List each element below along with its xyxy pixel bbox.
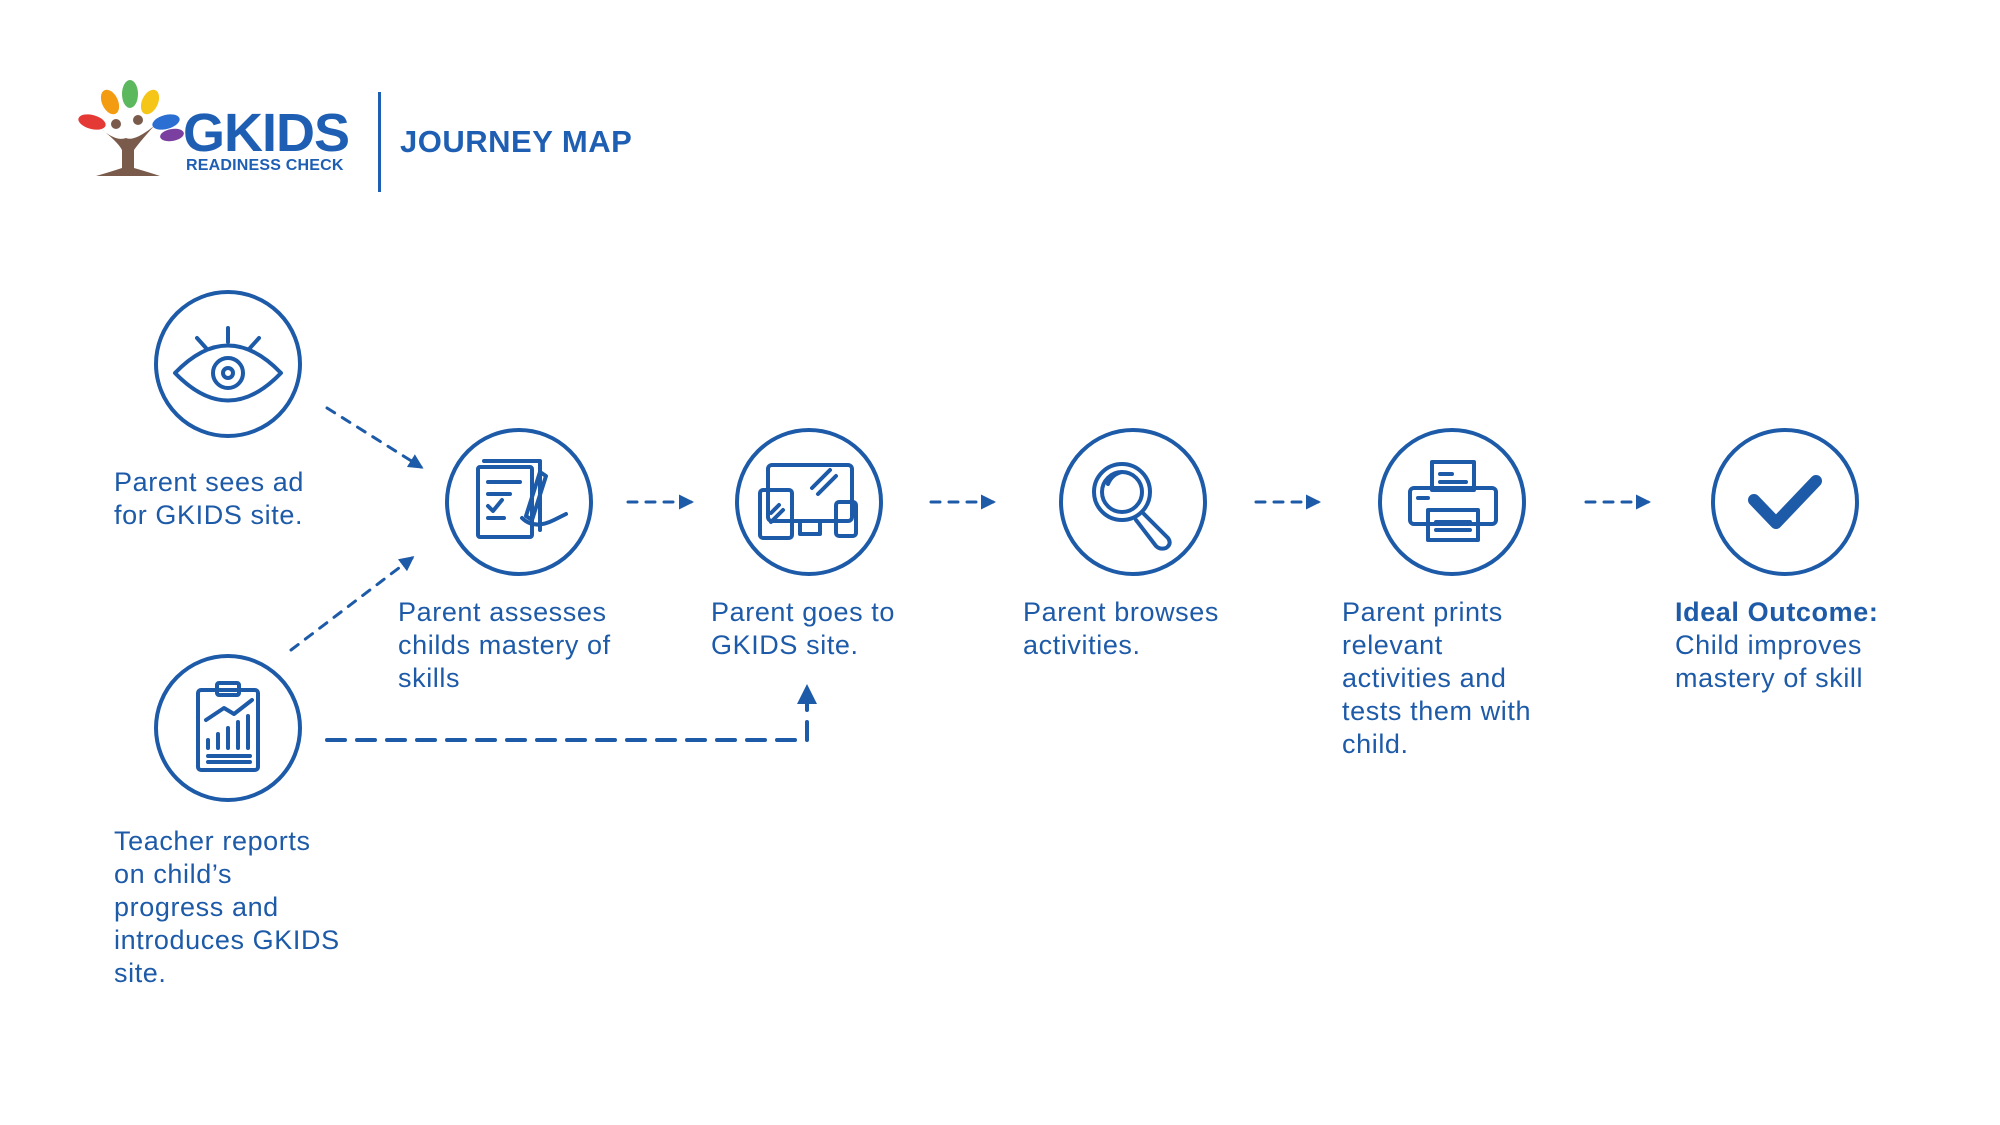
step-text-line: relevant	[1342, 630, 1443, 660]
step-text-line: child.	[1342, 729, 1409, 759]
step-label-browse: Parent browses activities.	[1023, 596, 1219, 662]
connectors	[289, 406, 1651, 652]
step-text-line: site.	[114, 958, 167, 988]
gkids-logo-icon	[78, 80, 184, 176]
printer-icon	[1378, 428, 1526, 576]
arrow-teacher-to-assess	[289, 556, 415, 652]
step-label-print: Parent prints relevant activities and te…	[1342, 596, 1531, 761]
step-text-line: Parent sees ad	[114, 467, 305, 497]
document-writing-icon	[445, 428, 593, 576]
step-text-line: Parent goes to	[711, 597, 896, 627]
step-text-line: mastery of skill	[1675, 663, 1864, 693]
devices-icon	[735, 428, 883, 576]
step-text-line: Parent assesses	[398, 597, 607, 627]
step-text-line: GKIDS site.	[711, 630, 859, 660]
header-divider	[378, 92, 381, 192]
step-text-line: progress and	[114, 892, 279, 922]
step-label-teacher: Teacher reports on child’s progress and …	[114, 825, 340, 990]
step-label-outcome: Ideal Outcome: Child improves mastery of…	[1675, 596, 1878, 695]
step-text-line: on child’s	[114, 859, 233, 889]
step-text-line: skills	[398, 663, 461, 693]
brand-subtitle: READINESS CHECK	[186, 157, 344, 174]
brand-name: GKIDS	[183, 103, 350, 163]
step-text-line: tests them with	[1342, 696, 1532, 726]
step-text-line: activities.	[1023, 630, 1141, 660]
step-label-assess: Parent assesses childs mastery of skills	[398, 596, 611, 695]
magnifier-icon	[1059, 428, 1207, 576]
step-label-ad: Parent sees ad for GKIDS site.	[114, 466, 304, 532]
eye-icon	[154, 290, 302, 438]
checkmark-icon	[1711, 428, 1859, 576]
step-label-site: Parent goes to GKIDS site.	[711, 596, 895, 662]
step-text-line: for GKIDS site.	[114, 500, 304, 530]
step-text-line: Parent browses	[1023, 597, 1219, 627]
arrow-teacher-to-site	[325, 684, 817, 742]
page-title: JOURNEY MAP	[400, 124, 633, 159]
step-text-line: Teacher reports	[114, 826, 311, 856]
step-text-line: introduces GKIDS	[114, 925, 340, 955]
step-text-line: Parent prints	[1342, 597, 1503, 627]
step-text-line: Child improves	[1675, 630, 1862, 660]
step-text-line: activities and	[1342, 663, 1507, 693]
outcome-heading: Ideal Outcome:	[1675, 597, 1879, 627]
arrow-ad-to-assess	[325, 406, 424, 469]
report-chart-icon	[154, 654, 302, 802]
step-text-line: childs mastery of	[398, 630, 611, 660]
